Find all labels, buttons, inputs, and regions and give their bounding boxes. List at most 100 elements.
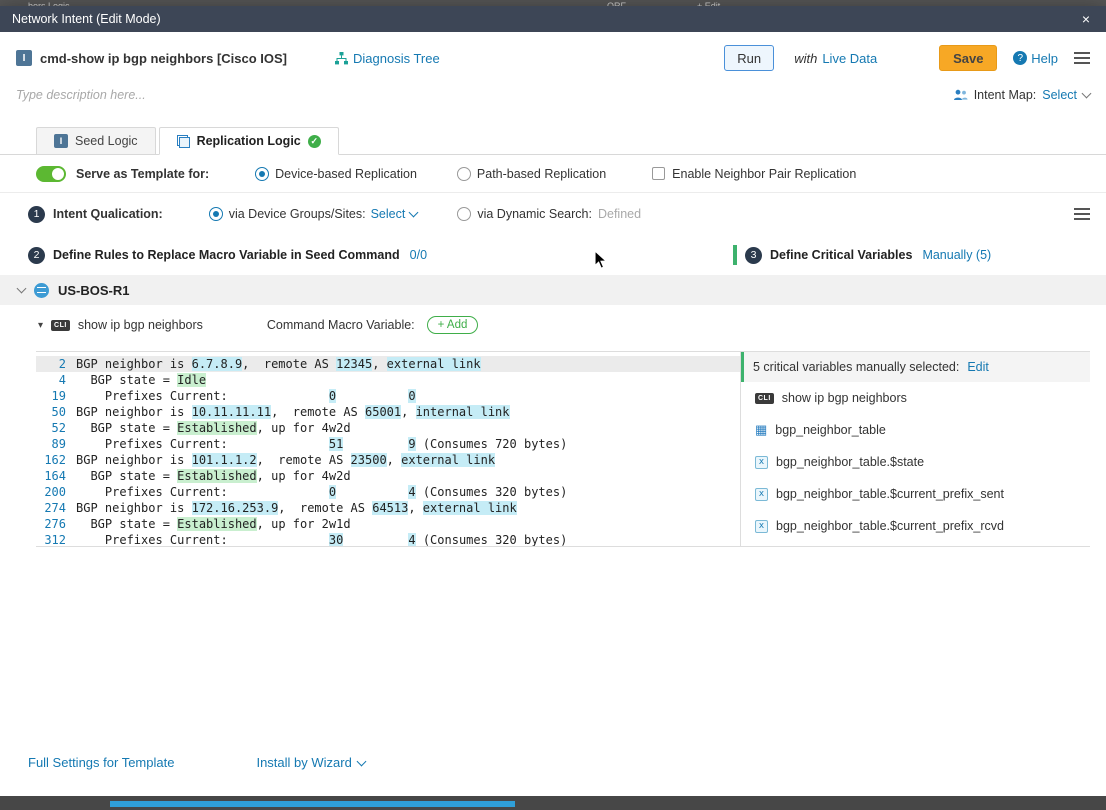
add-macro-variable-button[interactable]: + Add <box>427 316 479 334</box>
code-line-text: BGP neighbor is 6.7.8.9, remote AS 12345… <box>76 356 481 372</box>
code-line[interactable]: 164 BGP state = Established, up for 4w2d <box>36 468 740 484</box>
help-link[interactable]: ? Help <box>1013 51 1058 66</box>
code-line-text: BGP neighbor is 10.11.11.11, remote AS 6… <box>76 404 510 420</box>
manually-selected-link[interactable]: Manually (5) <box>922 248 991 262</box>
intent-icon: I <box>16 50 32 66</box>
install-by-wizard-dropdown[interactable]: Install by Wizard <box>256 755 364 770</box>
code-line-text: Prefixes Current: 0 4 (Consumes 320 byte… <box>76 484 567 500</box>
dynamic-search-label: via Dynamic Search: <box>477 207 592 221</box>
replication-logic-icon <box>177 135 190 148</box>
diagnosis-tree-link[interactable]: Diagnosis Tree <box>335 51 440 66</box>
dialog-titlebar: Network Intent (Edit Mode) × <box>0 6 1106 32</box>
code-line-text: Prefixes Current: 51 9 (Consumes 720 byt… <box>76 436 567 452</box>
critical-variable-item[interactable]: x bgp_neighbor_table.$state <box>741 446 1090 478</box>
code-line[interactable]: 162BGP neighbor is 101.1.1.2, remote AS … <box>36 452 740 468</box>
radio-device-based-replication[interactable]: Device-based Replication <box>255 167 417 181</box>
device-name: US-BOS-R1 <box>58 283 130 298</box>
seed-logic-icon: I <box>54 134 68 148</box>
radio-dynamic-search[interactable]: via Dynamic Search: <box>457 207 592 221</box>
serve-template-toggle[interactable] <box>36 166 66 182</box>
define-rules-label: Define Rules to Replace Macro Variable i… <box>53 248 400 262</box>
router-icon <box>34 283 49 298</box>
chevron-down-icon <box>1082 89 1092 99</box>
device-based-label: Device-based Replication <box>275 167 417 181</box>
description-row: Intent Map: Select <box>0 80 1106 110</box>
code-line[interactable]: 52 BGP state = Established, up for 4w2d <box>36 420 740 436</box>
cli-icon: CLI <box>755 393 774 404</box>
code-line[interactable]: 2BGP neighbor is 6.7.8.9, remote AS 1234… <box>36 356 740 372</box>
install-by-wizard-label: Install by Wizard <box>256 755 351 770</box>
checkbox-neighbor-pair-replication[interactable]: Enable Neighbor Pair Replication <box>652 167 856 181</box>
line-number: 162 <box>36 452 76 468</box>
code-line[interactable]: 89 Prefixes Current: 51 9 (Consumes 720 … <box>36 436 740 452</box>
code-line[interactable]: 4 BGP state = Idle <box>36 372 740 388</box>
line-number: 274 <box>36 500 76 516</box>
tab-seed-logic-label: Seed Logic <box>75 134 138 148</box>
menu-icon[interactable] <box>1074 52 1090 64</box>
code-line[interactable]: 276 BGP state = Established, up for 2w1d <box>36 516 740 532</box>
section-menu-icon[interactable] <box>1074 208 1090 220</box>
critical-variable-item[interactable]: xbgp_neighbor_table.$current_prefix_sent <box>741 478 1090 510</box>
cli-icon: CLI <box>51 320 70 331</box>
code-line[interactable]: 274BGP neighbor is 172.16.253.9, remote … <box>36 500 740 516</box>
path-based-label: Path-based Replication <box>477 167 606 181</box>
critical-variable-item[interactable]: xbgp_neighbor_table.$current_prefix_rcvd <box>741 510 1090 542</box>
line-number: 19 <box>36 388 76 404</box>
tab-seed-logic[interactable]: I Seed Logic <box>36 127 156 155</box>
critical-variables-label: Define Critical Variables <box>770 248 912 262</box>
seed-command-text: show ip bgp neighbors <box>78 318 203 332</box>
intent-map-label: Intent Map: <box>974 88 1037 102</box>
intent-map-select[interactable]: Intent Map: Select <box>953 88 1090 102</box>
critical-variable-label: bgp_neighbor_table.$state <box>776 455 924 469</box>
checkbox-icon <box>652 167 665 180</box>
tab-replication-logic[interactable]: Replication Logic ✓ <box>159 127 339 155</box>
step-2-badge: 2 <box>28 247 45 264</box>
line-number: 2 <box>36 356 76 372</box>
code-line-text: BGP state = Established, up for 2w1d <box>76 516 351 532</box>
full-settings-link[interactable]: Full Settings for Template <box>28 755 174 770</box>
critical-variables-list: CLI show ip bgp neighbors ▦ bgp_neighbor_ta… <box>741 382 1090 542</box>
code-line[interactable]: 200 Prefixes Current: 0 4 (Consumes 320 … <box>36 484 740 500</box>
description-input[interactable] <box>16 88 436 102</box>
edit-critical-variables-link[interactable]: Edit <box>967 360 989 374</box>
live-data-link[interactable]: Live Data <box>822 51 877 66</box>
seed-command-output: 2BGP neighbor is 6.7.8.9, remote AS 1234… <box>36 351 1090 547</box>
code-line[interactable]: 50BGP neighbor is 10.11.11.11, remote AS… <box>36 404 740 420</box>
critical-variable-label: show ip bgp neighbors <box>782 391 907 405</box>
dynamic-search-value: Defined <box>598 207 641 221</box>
run-button[interactable]: Run <box>724 45 774 71</box>
critical-variable-item[interactable]: ▦ bgp_neighbor_table <box>741 414 1090 446</box>
radio-device-groups-sites[interactable]: via Device Groups/Sites: <box>209 207 366 221</box>
code-lines: 2BGP neighbor is 6.7.8.9, remote AS 1234… <box>36 352 740 546</box>
tree-expander-icon[interactable]: ▾ <box>38 320 43 331</box>
collapse-chevron-icon[interactable] <box>17 284 27 294</box>
critical-variables-summary: 5 critical variables manually selected: … <box>741 352 1090 382</box>
critical-variable-label: bgp_neighbor_table <box>775 423 886 437</box>
radio-path-based-replication[interactable]: Path-based Replication <box>457 167 606 181</box>
device-groups-select-value: Select <box>371 207 406 221</box>
code-line[interactable]: 19 Prefixes Current: 0 0 <box>36 388 740 404</box>
network-intent-dialog: Network Intent (Edit Mode) × I cmd-show … <box>0 6 1106 796</box>
device-header[interactable]: US-BOS-R1 <box>0 275 1106 305</box>
radio-off-icon <box>457 207 471 221</box>
code-line[interactable]: 312 Prefixes Current: 30 4 (Consumes 320… <box>36 532 740 546</box>
template-bar: Serve as Template for: Device-based Repl… <box>0 155 1106 193</box>
rules-count-link[interactable]: 0/0 <box>410 248 427 262</box>
diagnosis-tree-label: Diagnosis Tree <box>353 51 440 66</box>
background-taskbar-bar <box>110 801 515 807</box>
critical-variable-item[interactable]: CLI show ip bgp neighbors <box>741 382 1090 414</box>
device-groups-select-dropdown[interactable]: Select <box>371 207 418 221</box>
save-button[interactable]: Save <box>939 45 997 71</box>
radio-on-icon <box>255 167 269 181</box>
close-icon[interactable]: × <box>1078 12 1094 26</box>
intent-title: cmd-show ip bgp neighbors [Cisco IOS] <box>40 51 287 66</box>
neighbor-pair-label: Enable Neighbor Pair Replication <box>672 167 856 181</box>
code-line-text: Prefixes Current: 0 0 <box>76 388 416 404</box>
radio-on-icon <box>209 207 223 221</box>
table-icon: ▦ <box>755 422 767 438</box>
intent-map-icon <box>953 89 968 101</box>
variable-icon: x <box>755 456 768 469</box>
tab-bar: I Seed Logic Replication Logic ✓ <box>0 126 1106 155</box>
critical-summary-text: 5 critical variables manually selected: <box>753 360 959 374</box>
